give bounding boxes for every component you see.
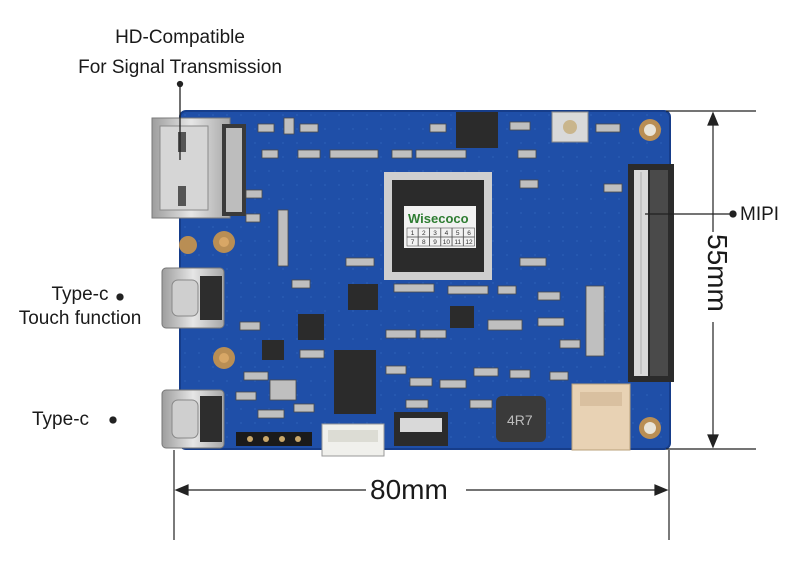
typec-touch-label-line2: Touch function	[18, 308, 142, 329]
smd-component	[537, 317, 565, 327]
chip-grid-number: 8	[422, 239, 426, 246]
smd-component	[439, 379, 467, 389]
chip-brand: Wisecoco	[408, 211, 469, 226]
inductor: 4R7	[496, 396, 546, 442]
chip-grid-cell	[417, 236, 430, 247]
smd-component	[235, 391, 257, 401]
chip-grid-number: 10	[443, 239, 451, 246]
width-dimension-label: 80mm	[370, 474, 448, 505]
typec-touch-connector	[161, 267, 225, 329]
smd-component	[519, 257, 547, 267]
smd-component	[419, 329, 447, 339]
pin-header	[236, 432, 312, 446]
push-button	[551, 111, 589, 143]
hdmi-connector	[151, 117, 246, 219]
chip-grid-number: 5	[456, 230, 460, 237]
smd-component	[299, 123, 319, 133]
smd-component	[415, 149, 467, 159]
smd-component	[487, 319, 523, 331]
smd-component	[603, 183, 623, 193]
smd-component	[239, 321, 261, 331]
smd-component	[549, 371, 569, 381]
smd-component	[283, 117, 295, 135]
smd-component	[257, 123, 275, 133]
smd-component	[297, 149, 321, 159]
smd-component	[391, 149, 413, 159]
ic-b	[298, 314, 324, 340]
smd-component	[447, 285, 489, 295]
smd-component	[299, 349, 325, 359]
smd-component	[585, 285, 605, 357]
bottom-fpc-connector	[394, 412, 448, 446]
chip-grid-number: 3	[433, 230, 437, 237]
chip-grid-number: 11	[454, 239, 461, 246]
chip-grid-number: 7	[411, 239, 415, 246]
dimension-lines	[173, 110, 756, 540]
typec-label: Type-c	[32, 409, 90, 430]
chip-grid-number: 2	[422, 230, 426, 237]
smd-component	[385, 329, 417, 339]
smd-component	[291, 279, 311, 289]
typec-connector	[161, 389, 225, 449]
ic-d	[450, 306, 474, 328]
smd-component	[429, 123, 447, 133]
smd-component	[409, 377, 433, 387]
typec-touch-callout-dot	[116, 293, 124, 301]
smd-component	[509, 121, 531, 131]
chip-grid-cell	[440, 236, 453, 247]
mounting-holes	[179, 119, 661, 439]
smd-component	[345, 257, 375, 267]
hdmi-label-line2: For Signal Transmission	[78, 57, 282, 78]
smd-component	[243, 371, 269, 381]
smd-component	[277, 209, 289, 267]
hdmi-label-line1: HD-Compatible	[115, 27, 245, 48]
chip-grid-number: 6	[467, 230, 471, 237]
chip-grid-number: 4	[445, 230, 449, 237]
smd-component	[245, 213, 261, 223]
chip-grid-number: 1	[411, 230, 415, 237]
smd-component	[519, 179, 539, 189]
small-components	[235, 117, 623, 419]
ic-a	[348, 284, 378, 310]
smd-component	[245, 189, 263, 199]
smd-component	[497, 285, 517, 295]
smd-component	[559, 339, 581, 349]
chip-grid-number: 12	[465, 239, 473, 246]
smd-component	[595, 123, 621, 133]
smd-component	[329, 149, 379, 159]
typec-touch-label-line1: Type-c	[51, 284, 109, 305]
smd-component	[257, 409, 285, 419]
smd-component	[469, 399, 493, 409]
smd-component	[517, 149, 537, 159]
typec-callout-dot	[109, 416, 117, 424]
beige-connector	[571, 383, 631, 451]
chip-grid-number: 9	[433, 239, 437, 246]
smd-component	[269, 379, 297, 401]
top-ic	[456, 112, 498, 148]
smd-component	[509, 369, 531, 379]
smd-component	[293, 403, 315, 413]
inductor-label: 4R7	[507, 412, 533, 428]
bottom-white-connector	[321, 423, 385, 457]
smd-component	[393, 283, 435, 293]
smd-component	[405, 399, 429, 409]
chip-grid-cell	[463, 236, 475, 247]
smd-component	[473, 367, 499, 377]
smd-component	[261, 149, 279, 159]
smd-component	[385, 365, 407, 375]
smd-component	[537, 291, 561, 301]
height-dimension-label: 55mm	[702, 234, 733, 312]
ic-e	[262, 340, 284, 360]
mipi-label: MIPI	[740, 204, 780, 225]
mipi-connector	[628, 164, 674, 382]
ic-c	[334, 350, 376, 414]
